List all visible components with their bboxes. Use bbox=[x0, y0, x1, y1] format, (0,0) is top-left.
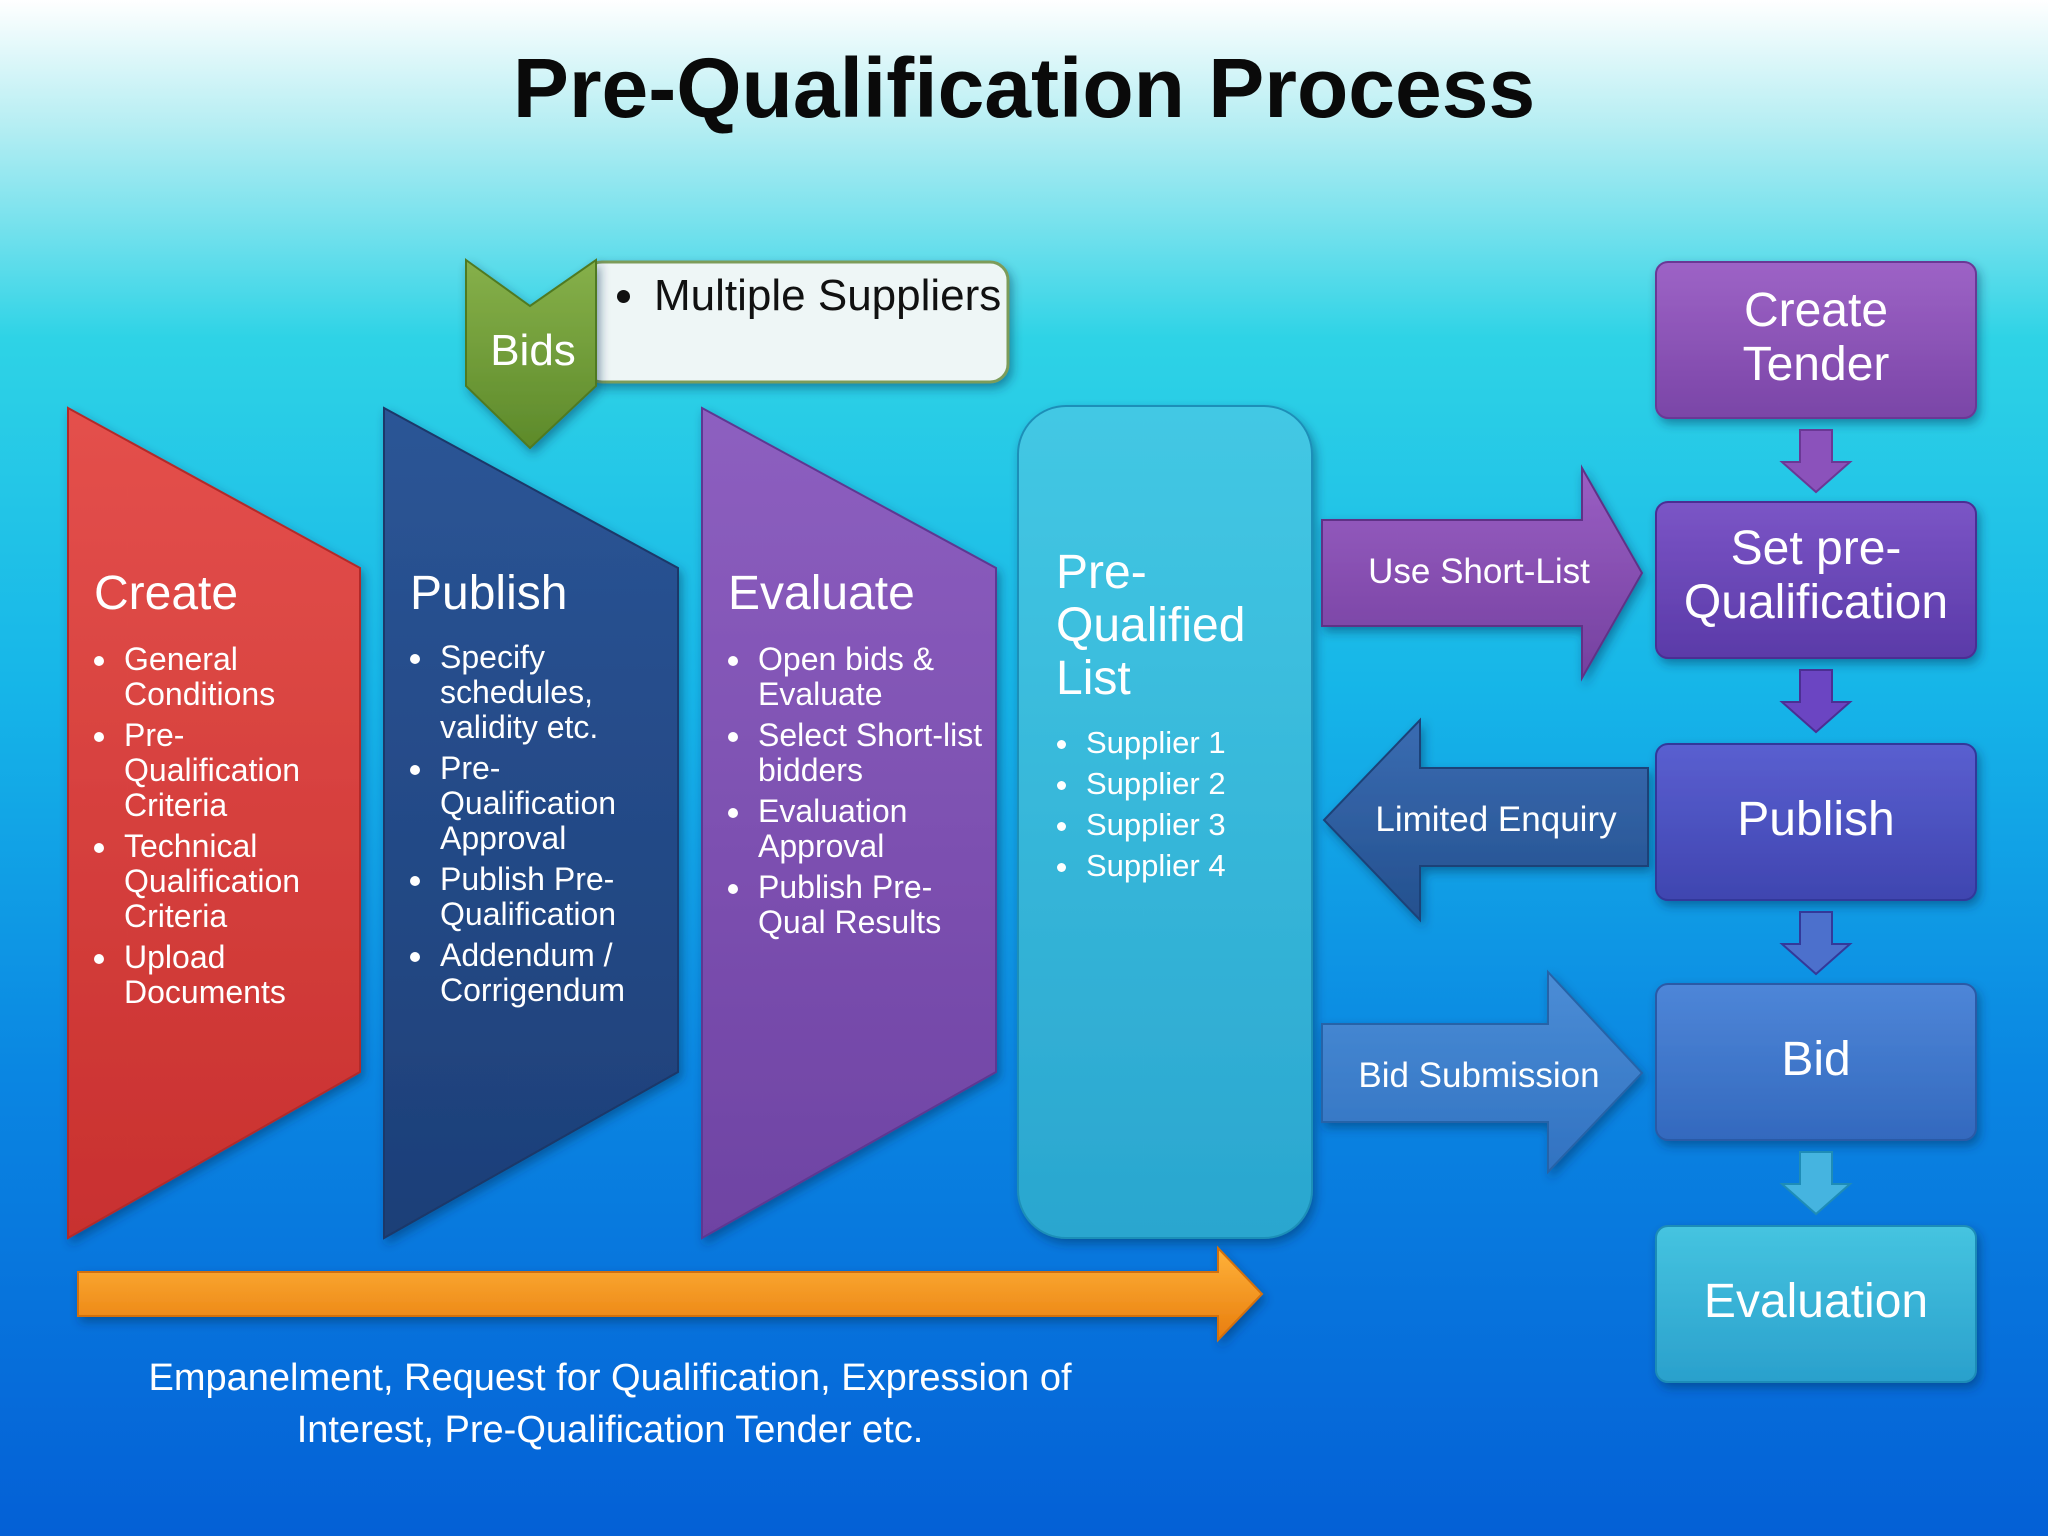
create-stage-list: General Conditions Pre-Qualification Cri… bbox=[94, 642, 360, 1016]
use-short-list-label: Use Short-List bbox=[1368, 552, 1590, 591]
bids-note: Multiple Suppliers bbox=[624, 270, 1010, 322]
evaluate-stage-title: Evaluate bbox=[728, 567, 915, 620]
list-item: Evaluation Approval bbox=[754, 794, 994, 864]
bids-note-item: Multiple Suppliers bbox=[650, 270, 1010, 322]
list-item: Supplier 1 bbox=[1082, 722, 1312, 763]
limited-enquiry-label: Limited Enquiry bbox=[1375, 800, 1617, 839]
list-item: Publish Pre-Qual Results bbox=[754, 870, 994, 940]
tender-publish-label: Publish bbox=[1737, 793, 1895, 846]
list-item: Supplier 4 bbox=[1082, 845, 1312, 886]
page-title: Pre-Qualification Process bbox=[512, 41, 1536, 135]
bid-submission-arrow bbox=[1321, 969, 1644, 1175]
evaluate-stage-shape bbox=[701, 406, 997, 1240]
down-arrow-3 bbox=[1779, 911, 1853, 976]
bids-chevron-shape bbox=[465, 258, 597, 450]
set-prequalification-label: Set pre-Qualification bbox=[1683, 522, 1949, 629]
tender-evaluation-label: Evaluation bbox=[1703, 1275, 1929, 1328]
down-arrow-4 bbox=[1779, 1151, 1853, 1216]
list-item: Supplier 3 bbox=[1082, 804, 1312, 845]
create-tender-box bbox=[1655, 261, 1977, 419]
down-arrow-2 bbox=[1779, 669, 1853, 734]
create-stage-shape bbox=[67, 406, 361, 1240]
publish-stage-list: Specify schedules, validity etc. Pre-Qua… bbox=[410, 640, 676, 1014]
list-item: Select Short-list bidders bbox=[754, 718, 994, 788]
publish-stage-title: Publish bbox=[410, 567, 568, 620]
list-item: Specify schedules, validity etc. bbox=[436, 640, 676, 745]
create-stage-title: Create bbox=[94, 567, 239, 620]
qualified-list-title: Pre-Qualified List bbox=[1056, 546, 1246, 705]
set-prequalification-box bbox=[1655, 501, 1977, 659]
supplier-list: Supplier 1 Supplier 2 Supplier 3 Supplie… bbox=[1056, 722, 1312, 886]
tender-bid-label: Bid bbox=[1781, 1033, 1851, 1086]
tender-publish-box bbox=[1655, 743, 1977, 901]
list-item: Upload Documents bbox=[120, 940, 360, 1010]
qualified-list-shape bbox=[1017, 405, 1313, 1239]
down-arrow-1 bbox=[1779, 429, 1853, 494]
bid-submission-label: Bid Submission bbox=[1358, 1056, 1600, 1095]
list-item: Supplier 2 bbox=[1082, 763, 1312, 804]
use-short-list-arrow bbox=[1321, 464, 1644, 682]
list-item: Publish Pre-Qualification bbox=[436, 862, 676, 932]
list-item: General Conditions bbox=[120, 642, 360, 712]
create-tender-label: Create Tender bbox=[1742, 284, 1890, 391]
tender-evaluation-box bbox=[1655, 1225, 1977, 1383]
empanelment-timeline-arrow bbox=[77, 1245, 1264, 1343]
list-item: Open bids & Evaluate bbox=[754, 642, 994, 712]
tender-bid-box bbox=[1655, 983, 1977, 1141]
list-item: Pre-Qualification Criteria bbox=[120, 718, 360, 823]
list-item: Technical Qualification Criteria bbox=[120, 829, 360, 934]
publish-stage-shape bbox=[383, 406, 679, 1240]
list-item: Pre-Qualification Approval bbox=[436, 751, 676, 856]
bids-label: Bids bbox=[490, 326, 576, 375]
empanelment-caption: Empanelment, Request for Qualification, … bbox=[148, 1357, 1072, 1451]
list-item: Addendum / Corrigendum bbox=[436, 938, 676, 1008]
limited-enquiry-arrow bbox=[1322, 717, 1649, 923]
evaluate-stage-list: Open bids & Evaluate Select Short-list b… bbox=[728, 642, 994, 946]
